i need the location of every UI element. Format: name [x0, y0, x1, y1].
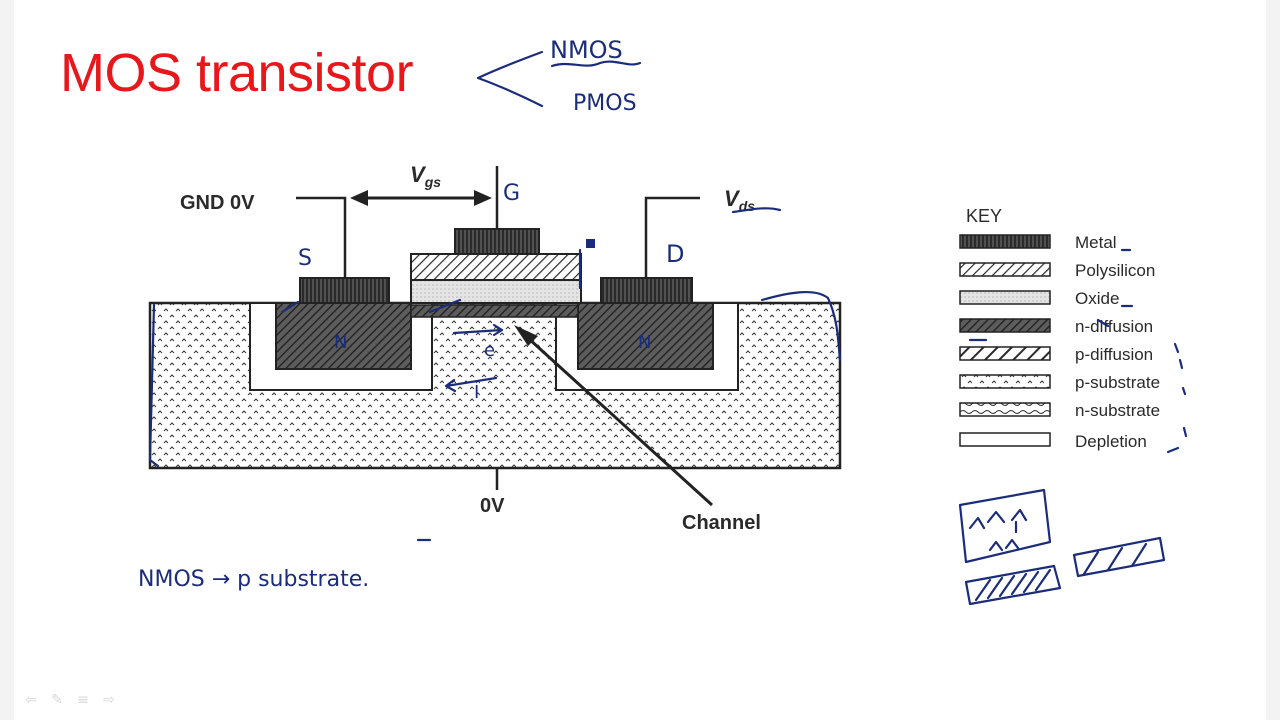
vgs-label: Vgs	[410, 162, 441, 190]
key-label: n-substrate	[1075, 401, 1160, 420]
gnd-label: GND 0V	[180, 192, 255, 214]
gate-oxide	[410, 279, 582, 304]
nmos-underline	[550, 60, 642, 68]
source-annotation: S	[298, 246, 312, 271]
current-arrow	[444, 376, 498, 393]
ink-stroke	[280, 300, 300, 314]
sketch-marks-substrate	[968, 508, 1028, 552]
key-legend: Metal Polysilicon Oxide n-diffusion p-di…	[959, 233, 1160, 451]
pmos-annotation: PMOS	[573, 91, 637, 116]
key-ink-marks	[968, 248, 1188, 454]
gate-annotation: G	[503, 181, 520, 206]
gate-polysilicon	[410, 253, 582, 281]
channel-pointer	[526, 336, 714, 507]
pen-icon[interactable]: ✎	[51, 692, 63, 708]
key-swatch-depletion	[959, 432, 1051, 447]
sketch-hatch-p-diffusion	[1082, 542, 1148, 576]
zero-volt-label: 0V	[480, 495, 505, 517]
source-metal	[299, 277, 390, 304]
menu-icon[interactable]: ≡	[77, 692, 89, 708]
n-diffusion-drain	[577, 302, 714, 370]
nmos-annotation: NMOS	[550, 36, 623, 64]
branch-bracket	[476, 50, 544, 108]
drain-wire	[644, 196, 700, 278]
vds-underline	[731, 207, 782, 214]
key-swatch-metal	[959, 234, 1051, 249]
key-label: Oxide	[1075, 289, 1119, 308]
key-label: p-diffusion	[1075, 345, 1153, 364]
pen-cursor	[586, 239, 595, 248]
key-swatch-n-diffusion	[959, 318, 1051, 333]
vgs-arrowhead-left	[350, 190, 368, 206]
key-swatch-polysilicon	[959, 262, 1051, 277]
key-swatch-p-diffusion	[959, 346, 1051, 361]
n-right-annotation: N	[638, 332, 651, 353]
channel-region	[410, 304, 579, 318]
sketch-box-substrate	[958, 488, 1052, 564]
channel-pointer-head	[514, 325, 538, 346]
key-label: p-substrate	[1075, 373, 1160, 392]
key-title: KEY	[966, 206, 1002, 226]
source-wire	[296, 196, 347, 278]
sketch-box-n-diffusion	[964, 564, 1062, 606]
ink-stroke	[428, 298, 462, 314]
vgs-arrowhead-right	[474, 190, 492, 206]
slide-title: MOS transistor	[60, 43, 414, 103]
key-label: Depletion	[1075, 432, 1147, 451]
key-label: Metal	[1075, 233, 1117, 252]
sketch-hatch-n-diffusion	[974, 568, 1052, 602]
key-swatch-n-substrate	[959, 402, 1051, 417]
electron-arrow	[452, 323, 504, 337]
drain-metal	[600, 277, 693, 304]
current-annotation: I	[474, 382, 479, 403]
key-label: n-diffusion	[1075, 317, 1153, 336]
nmos-note: NMOS → p substrate.	[138, 567, 369, 592]
prev-slide-icon[interactable]: ⇦	[25, 692, 37, 708]
substrate-bracket-right	[760, 290, 842, 362]
channel-label: Channel	[682, 512, 761, 534]
key-swatch-p-substrate	[959, 374, 1051, 389]
sketch-box-p-diffusion	[1072, 536, 1166, 578]
drain-annotation: D	[666, 240, 684, 268]
next-slide-icon[interactable]: ⇨	[103, 692, 115, 708]
electron-annotation: e	[484, 340, 495, 361]
slide-nav: ⇦ ✎ ≡ ⇨	[22, 692, 118, 708]
key-swatch-oxide	[959, 290, 1051, 305]
gate-metal	[454, 228, 540, 255]
substrate-bracket-left	[148, 303, 160, 468]
key-label: Polysilicon	[1075, 261, 1155, 280]
n-left-annotation: N	[334, 332, 347, 353]
